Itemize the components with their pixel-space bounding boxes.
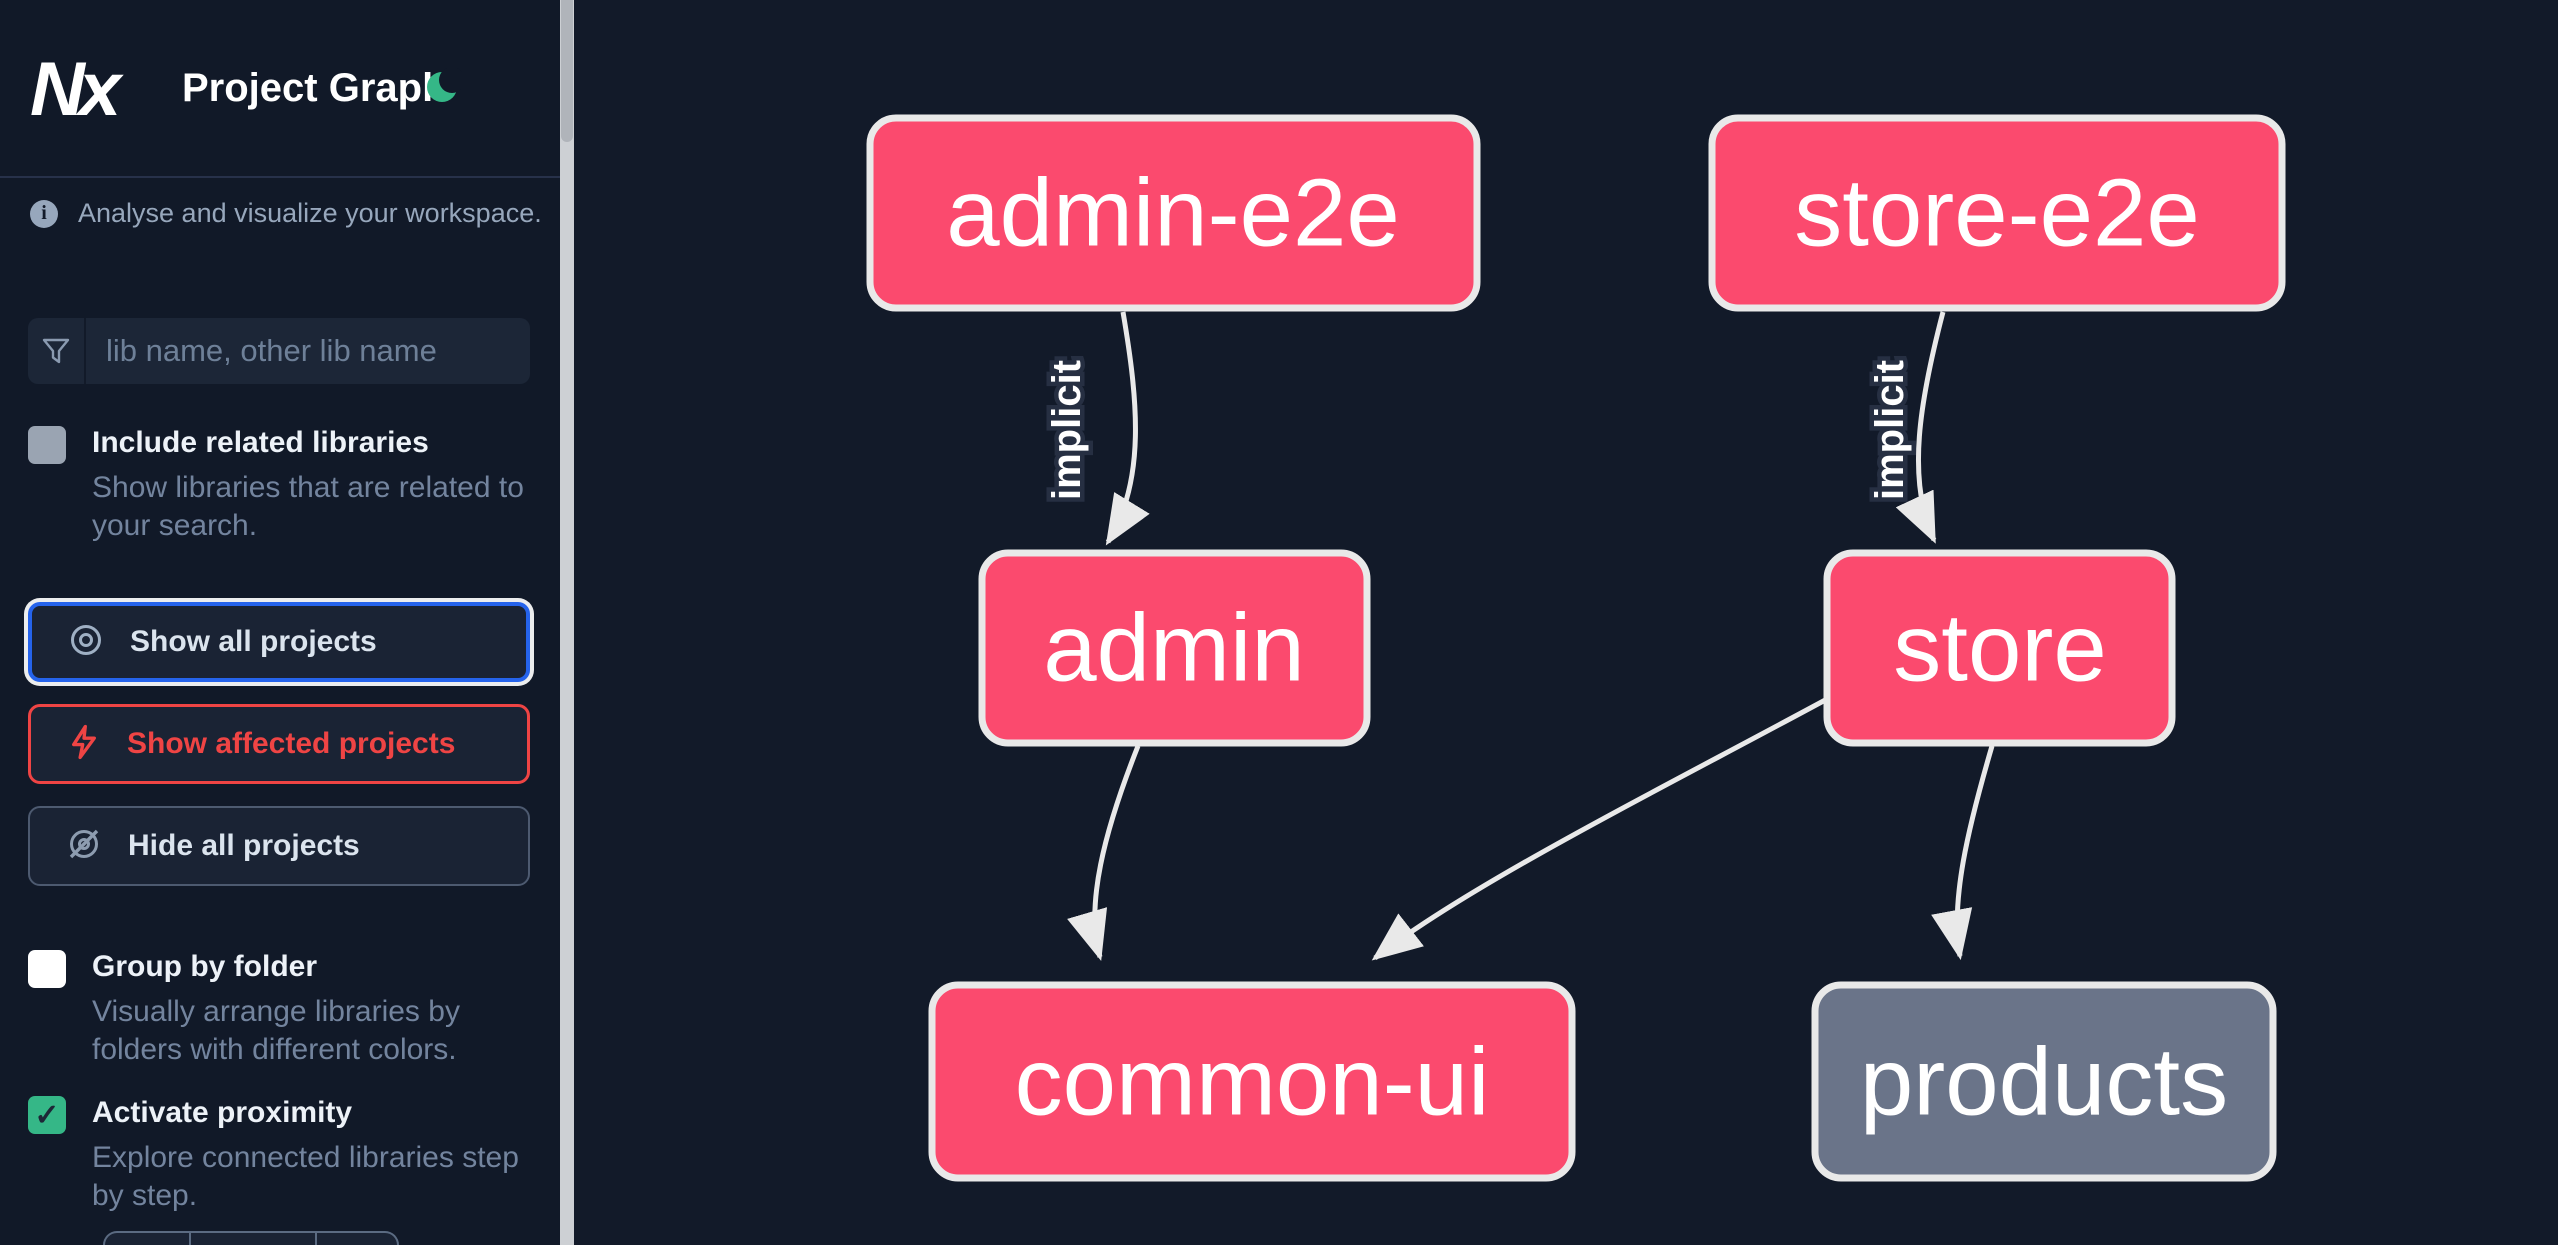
- show-all-projects-button[interactable]: Show all projects: [28, 602, 530, 682]
- node-label: admin: [1043, 595, 1304, 702]
- node-label: common-ui: [1015, 1029, 1490, 1136]
- filter-activate-proximity: ✓ Activate proximity Explore connected l…: [28, 1094, 524, 1215]
- node-admin[interactable]: admin: [978, 549, 1371, 747]
- edge-store-to-products[interactable]: [1931, 745, 1995, 961]
- bolt-icon: [67, 724, 101, 765]
- group-by-folder-description: Visually arrange libraries by folders wi…: [92, 995, 460, 1066]
- sidebar: Nx Project Graph i Analyse and visualize…: [0, 0, 560, 1245]
- edge-admin-to-common-ui[interactable]: [1067, 745, 1141, 961]
- theme-toggle-moon-icon[interactable]: [426, 67, 465, 104]
- nx-logo: Nx: [30, 47, 121, 132]
- filter-funnel-icon: [28, 318, 86, 384]
- info-icon: i: [30, 199, 58, 228]
- node-admin-e2e[interactable]: admin-e2e: [866, 114, 1481, 312]
- filter-include-related: Include related libraries Show libraries…: [28, 424, 524, 545]
- hide-all-projects-label: Hide all projects: [128, 829, 360, 862]
- proximity-value: [191, 1233, 317, 1245]
- node-common-ui[interactable]: common-ui: [928, 981, 1576, 1182]
- search-input[interactable]: [86, 318, 530, 384]
- include-related-checkbox[interactable]: [28, 426, 66, 464]
- edge-label-implicit-2: implicit: [1868, 360, 1912, 500]
- group-by-folder-label: Group by folder: [92, 950, 317, 983]
- include-related-description: Show libraries that are related to your …: [92, 471, 524, 542]
- show-affected-projects-label: Show affected projects: [127, 727, 456, 760]
- activate-proximity-description: Explore connected libraries step by step…: [92, 1141, 519, 1212]
- sidebar-scrollbar-thumb[interactable]: [561, 0, 573, 142]
- hide-all-projects-button[interactable]: Hide all projects: [28, 806, 530, 886]
- filter-group-by-folder: Group by folder Visually arrange librari…: [28, 948, 524, 1069]
- tagline-text: Analyse and visualize your workspace.: [78, 198, 542, 228]
- include-related-label: Include related libraries: [92, 426, 429, 459]
- node-label: store-e2e: [1794, 160, 2200, 267]
- checkmark-icon: ✓: [34, 1098, 60, 1132]
- graph-canvas[interactable]: implicit implicit admin-e2e store-e2e ad…: [574, 0, 2558, 1245]
- node-store-e2e[interactable]: store-e2e: [1708, 114, 2286, 312]
- show-all-projects-label: Show all projects: [130, 625, 377, 658]
- sidebar-header: Nx Project Graph: [0, 0, 560, 178]
- eye-off-icon: [66, 826, 102, 867]
- sidebar-scrollbar[interactable]: [560, 0, 574, 1245]
- edge-store-e2e-to-store[interactable]: [1895, 311, 1946, 544]
- proximity-decrement-button[interactable]: [105, 1233, 191, 1245]
- show-affected-projects-button[interactable]: Show affected projects: [28, 704, 530, 784]
- search-box: [28, 318, 530, 384]
- edge-label-implicit-1: implicit: [1045, 360, 1089, 500]
- node-label: products: [1860, 1029, 2228, 1136]
- node-store[interactable]: store: [1823, 549, 2176, 747]
- edge-store-to-common-ui[interactable]: [1371, 695, 1831, 961]
- node-label: store: [1893, 595, 2106, 702]
- activate-proximity-label: Activate proximity: [92, 1096, 353, 1129]
- node-label: admin-e2e: [946, 160, 1400, 267]
- node-products[interactable]: products: [1811, 981, 2277, 1182]
- group-by-folder-checkbox[interactable]: [28, 950, 66, 988]
- tagline-row: i Analyse and visualize your workspace.: [30, 198, 542, 229]
- edge-admin-e2e-to-admin[interactable]: [1105, 311, 1150, 546]
- activate-proximity-checkbox[interactable]: ✓: [28, 1096, 66, 1134]
- page-title: Project Graph: [182, 66, 447, 110]
- eye-icon: [68, 622, 104, 663]
